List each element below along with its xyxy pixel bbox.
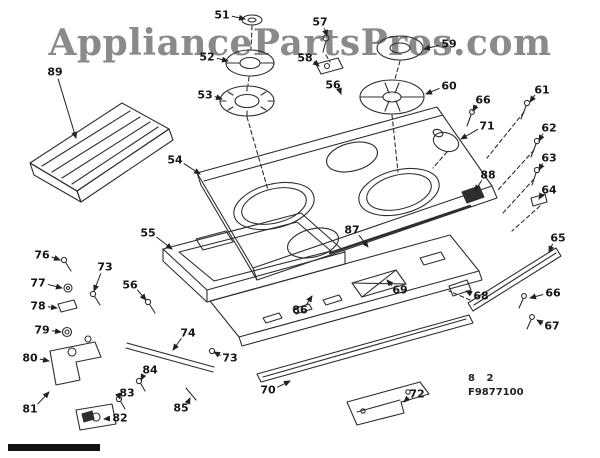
part-backguard-panel: [29, 102, 174, 203]
leader-85: [184, 397, 191, 405]
leader-56: [336, 87, 342, 95]
leader-87: [358, 234, 369, 248]
part-left-hardware: [49, 256, 216, 431]
part-igniter: [315, 34, 344, 75]
leader-83: [114, 392, 121, 400]
part-front-rail: [256, 314, 474, 383]
leader-54: [183, 163, 201, 175]
leader-80: [39, 356, 50, 363]
figure-reference: 8 2 F9877100: [468, 372, 524, 399]
figure-part-number: F9877100: [468, 386, 524, 398]
leader-72: [403, 395, 411, 403]
leader-53: [214, 94, 223, 100]
leader-63: [538, 163, 545, 171]
leader-55: [156, 236, 173, 250]
leader-51: [231, 14, 246, 21]
leader-84: [140, 373, 147, 381]
part-front-edge-trim: [328, 204, 472, 255]
part-main-top: [196, 106, 498, 281]
part-bracket-72: [346, 381, 430, 426]
projection-lines: [246, 25, 541, 301]
leader-64: [538, 192, 545, 200]
leader-58: [312, 59, 320, 67]
leader-62: [538, 133, 545, 142]
part-sensor-bulb: [432, 128, 460, 153]
leader-66: [529, 293, 544, 300]
leader-70: [277, 380, 291, 388]
leader-78: [47, 304, 58, 311]
leader-56: [136, 289, 147, 301]
leader-66: [472, 104, 479, 112]
part-surface-burner-right: [359, 35, 425, 115]
leader-57: [322, 28, 328, 37]
watermark-text: AppliancePartsPros.com: [48, 22, 552, 64]
part-lower-support-panel: [209, 234, 483, 347]
part-screw-66-top: [466, 109, 475, 127]
leader-76: [51, 255, 61, 261]
figure-code: 8 2: [468, 373, 498, 384]
leader-86: [306, 295, 313, 305]
leader-69: [386, 279, 394, 287]
leader-89: [57, 78, 78, 139]
leader-81: [37, 391, 50, 405]
leader-73: [93, 273, 102, 292]
part-surface-burner-left: [219, 14, 275, 117]
leader-52: [216, 56, 229, 63]
leader-61: [529, 94, 536, 103]
part-drawer-rail: [467, 247, 562, 330]
leader-88: [474, 180, 483, 192]
scale-bar: [8, 444, 100, 451]
leader-82: [103, 415, 111, 422]
leader-77: [47, 283, 63, 290]
part-bracket-68: [448, 279, 472, 297]
leader-74: [172, 337, 182, 351]
leader-67: [536, 319, 544, 326]
leader-68: [465, 290, 473, 297]
leader-60: [425, 87, 440, 95]
leader-73: [213, 351, 221, 358]
leader-59: [423, 44, 440, 51]
leader-65: [548, 243, 555, 253]
leader-71: [460, 128, 479, 140]
leader-79: [51, 328, 62, 335]
